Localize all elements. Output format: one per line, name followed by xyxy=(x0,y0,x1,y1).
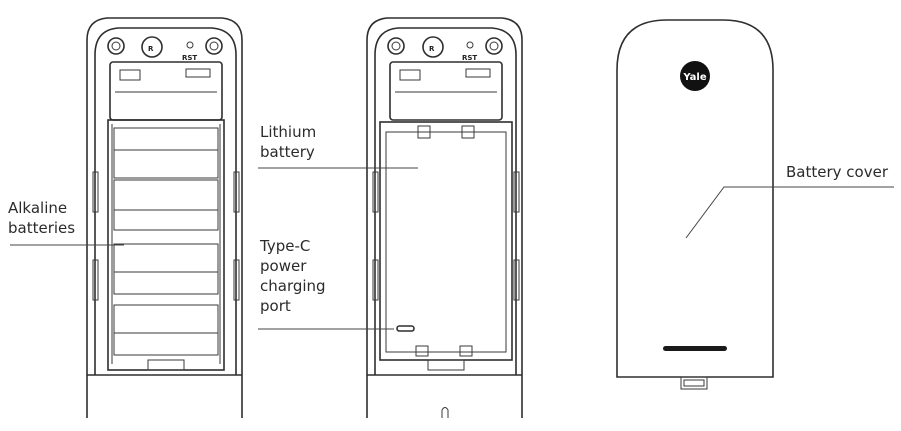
label-type-c-port: Type-C power charging port xyxy=(260,237,326,315)
leader-cover xyxy=(685,186,894,239)
svg-text:R: R xyxy=(148,45,154,53)
label-lithium-battery: Lithium battery xyxy=(260,123,317,161)
svg-text:R: R xyxy=(429,45,435,53)
label-battery-cover: Battery cover xyxy=(786,163,888,181)
yale-logo xyxy=(680,61,710,91)
svg-text:RST: RST xyxy=(182,54,197,62)
type-c-port-icon xyxy=(396,325,415,332)
label-alkaline-batteries: Alkaline batteries xyxy=(8,199,76,237)
cover-slot xyxy=(663,346,727,351)
r-badge-icon xyxy=(422,36,444,58)
device-lithium: R RST xyxy=(366,17,523,418)
svg-text:Yale: Yale xyxy=(682,72,706,83)
device-alkaline: R RST xyxy=(86,17,243,418)
device-cover: Yale xyxy=(616,19,774,390)
svg-text:RST: RST xyxy=(462,54,477,62)
r-badge-icon xyxy=(141,36,163,58)
